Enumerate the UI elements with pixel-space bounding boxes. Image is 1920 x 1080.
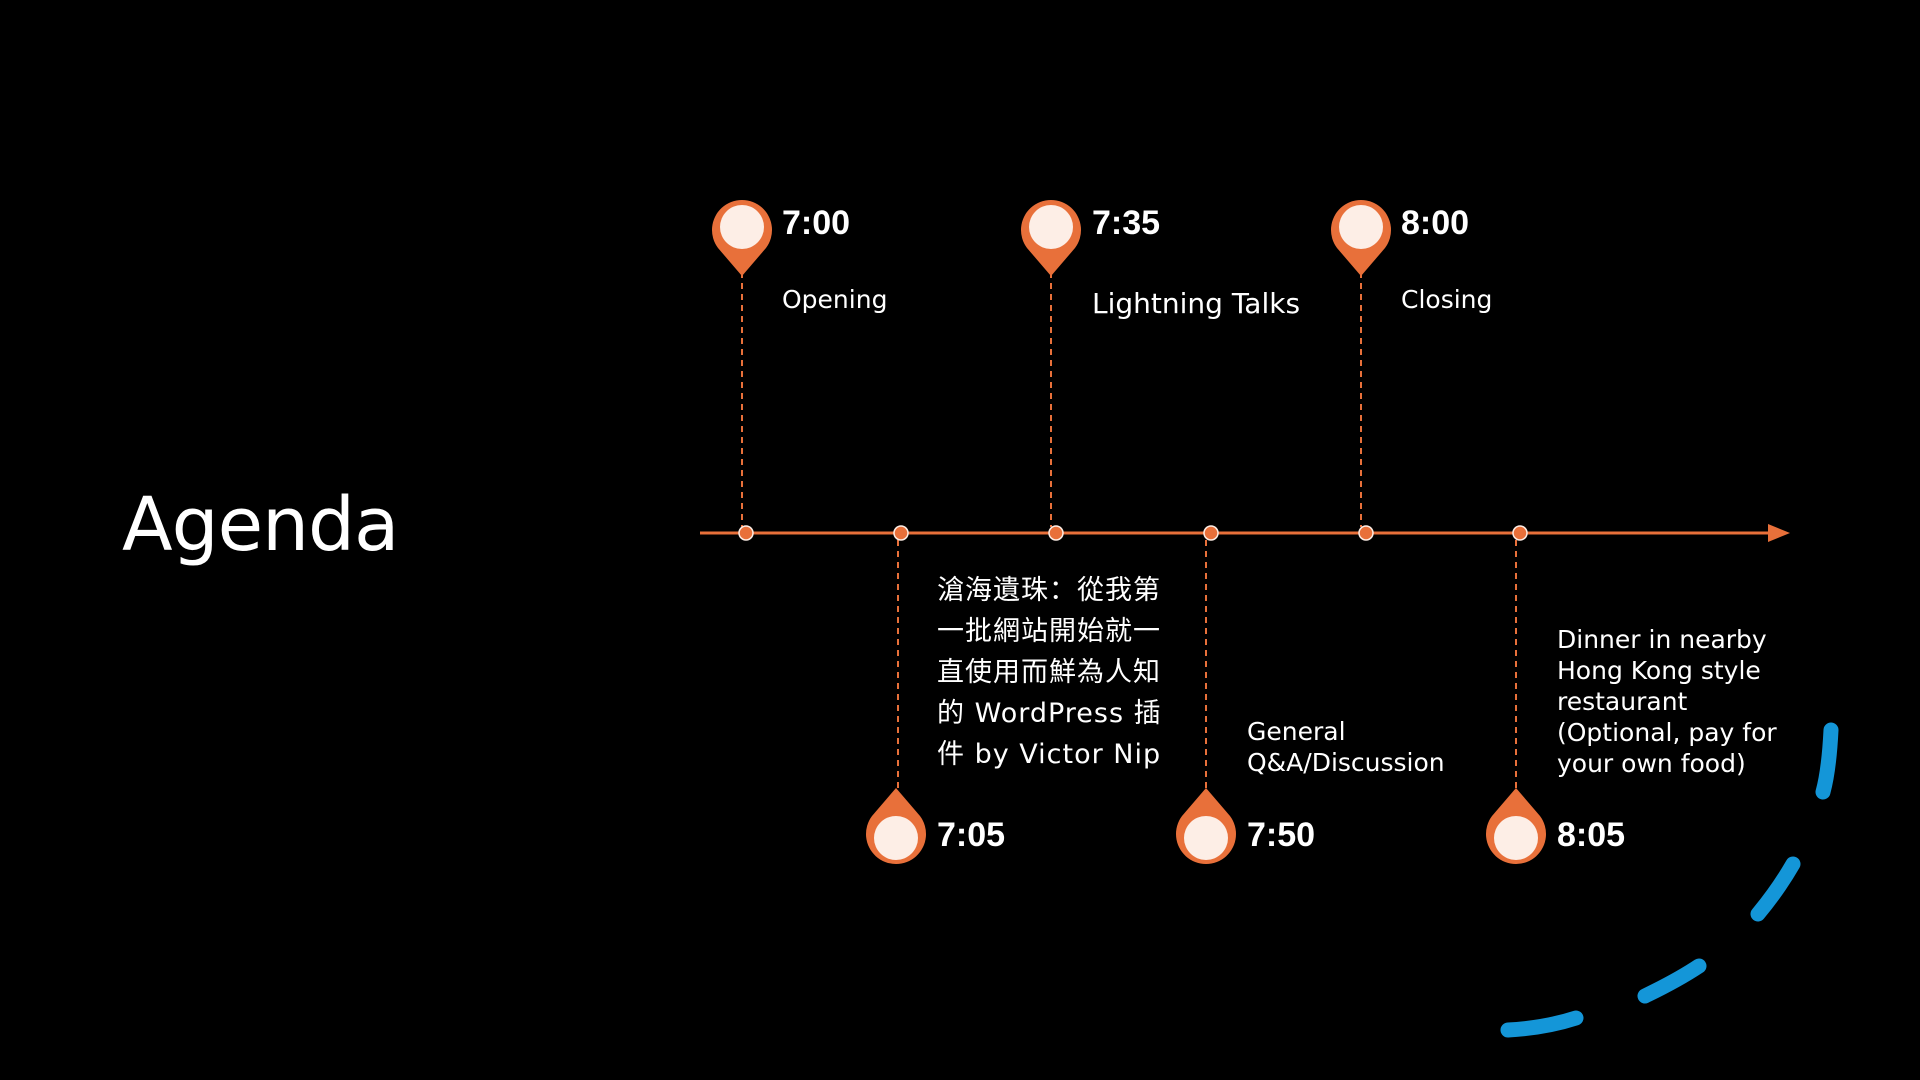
axis-dot-7-05	[893, 525, 909, 541]
event-time: 7:50	[1247, 816, 1316, 854]
map-pin-icon	[712, 200, 772, 276]
decorative-dashed-arc	[1500, 722, 1839, 1038]
map-pin-icon	[1021, 200, 1081, 276]
axis-dot-7-35	[1048, 525, 1064, 541]
event-time: 7:00	[782, 204, 851, 242]
axis-dot-8-00	[1358, 525, 1374, 541]
map-pin-icon	[866, 788, 927, 864]
event-label: Closing	[1401, 285, 1493, 314]
axis-dot-7-50	[1203, 525, 1219, 541]
axis-dot-7-00	[738, 525, 754, 541]
map-pin-icon	[1486, 788, 1546, 865]
event-label: Lightning Talks	[1092, 287, 1301, 320]
map-pin-icon	[1176, 788, 1237, 864]
timeline-arrowhead	[1768, 524, 1790, 542]
event-label: General Q&A/Discussion	[1247, 717, 1445, 777]
event-label: Opening	[782, 285, 888, 314]
map-pin-icon	[1331, 199, 1391, 276]
page-title: Agenda	[122, 482, 399, 568]
event-label: Dinner in nearby Hong Kong style restaur…	[1557, 625, 1777, 778]
event-time: 7:35	[1092, 204, 1161, 242]
event-time: 8:00	[1401, 204, 1470, 242]
event-label: 滄海遺珠：從我第一批網站開始就一直使用而鮮為人知的 WordPress 插件 b…	[937, 575, 1162, 770]
event-time: 7:05	[937, 816, 1006, 854]
event-time: 8:05	[1557, 816, 1626, 854]
axis-dot-8-05	[1512, 525, 1528, 541]
